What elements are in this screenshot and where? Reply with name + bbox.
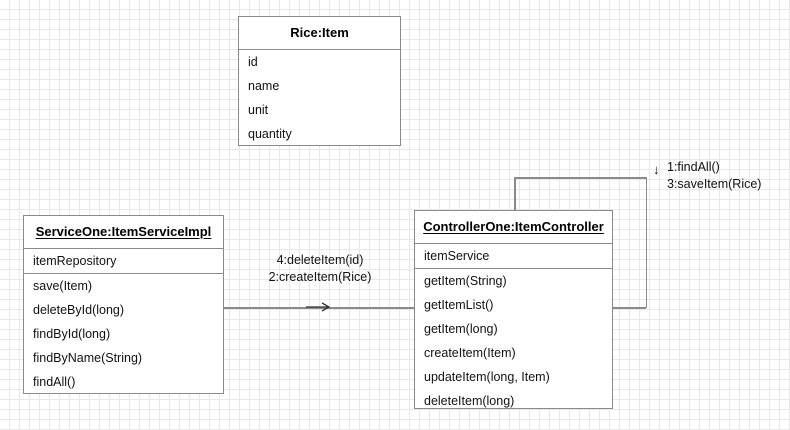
operation-row: getItemList()	[424, 298, 494, 312]
class-title-controller: ControllerOne:ItemController	[415, 211, 612, 244]
operation-row: findAll()	[33, 375, 76, 389]
message-line: 2:createItem(Rice)	[268, 270, 372, 284]
operation-row: deleteItem(long)	[424, 394, 515, 408]
operation-row: updateItem(long, Item)	[424, 370, 550, 384]
operation-row: save(Item)	[33, 279, 93, 293]
attribute-row: itemService	[424, 249, 490, 263]
attribute-row: unit	[248, 103, 269, 117]
controller-selfloop-left-segment	[514, 177, 516, 211]
message-label-controller-self: 1:findAll() 3:saveItem(Rice)	[667, 159, 761, 193]
message-line: 1:findAll()	[667, 160, 720, 174]
class-title-item-text: Rice:Item	[290, 25, 349, 40]
attribute-row: quantity	[248, 127, 292, 141]
class-operations-controller: getItem(String) getItemList() getItem(lo…	[415, 269, 612, 413]
message-line: 4:deleteItem(id)	[276, 253, 364, 267]
message-label-controller-to-service: 4:deleteItem(id) 2:createItem(Rice)	[255, 252, 385, 286]
controller-selfloop-right-segment	[645, 177, 647, 308]
controller-to-service-line	[224, 307, 414, 309]
attribute-row: name	[248, 79, 280, 93]
operation-row: createItem(Item)	[424, 346, 516, 360]
attribute-row: itemRepository	[33, 254, 117, 268]
class-title-item: Rice:Item	[239, 17, 400, 50]
right-arrow-icon	[306, 302, 332, 312]
operation-row: getItem(long)	[424, 322, 498, 336]
operation-row: getItem(String)	[424, 274, 507, 288]
attribute-row: id	[248, 55, 258, 69]
class-attributes-item: id name unit quantity	[239, 50, 400, 146]
class-attributes-controller: itemService	[415, 244, 612, 269]
controller-selfloop-bottom-segment	[612, 307, 646, 309]
class-box-controller[interactable]: ControllerOne:ItemController itemService…	[414, 210, 613, 409]
class-attributes-service: itemRepository	[24, 249, 223, 274]
class-operations-service: save(Item) deleteById(long) findById(lon…	[24, 274, 223, 394]
class-title-service-text: ServiceOne:ItemServiceImpl	[35, 224, 212, 239]
operation-row: deleteById(long)	[33, 303, 125, 317]
class-box-service[interactable]: ServiceOne:ItemServiceImpl itemRepositor…	[23, 215, 224, 394]
operation-row: findByName(String)	[33, 351, 143, 365]
class-title-controller-text: ControllerOne:ItemController	[423, 219, 604, 234]
class-title-service: ServiceOne:ItemServiceImpl	[24, 216, 223, 249]
down-arrow-icon: ↓	[653, 162, 660, 177]
message-line: 3:saveItem(Rice)	[667, 177, 762, 191]
controller-selfloop-top-segment	[514, 177, 647, 179]
class-box-item[interactable]: Rice:Item id name unit quantity	[238, 16, 401, 146]
operation-row: findById(long)	[33, 327, 111, 341]
